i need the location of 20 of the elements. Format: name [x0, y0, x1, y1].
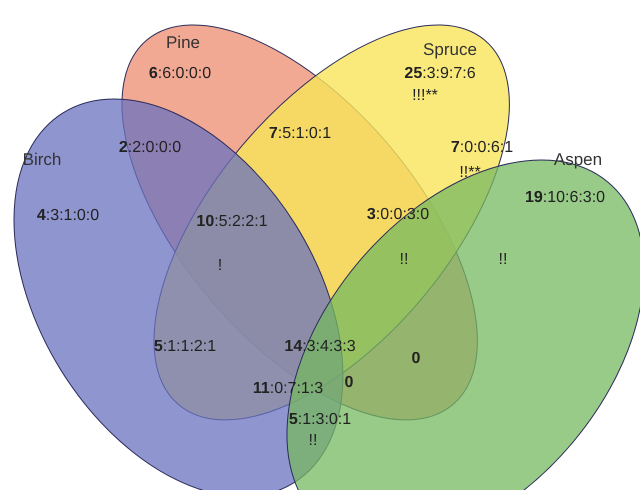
region-count: !! — [308, 432, 318, 450]
set-name: Birch — [22, 150, 62, 170]
region-count: 7:5:1:0:1 — [268, 125, 332, 143]
region-count: 10:5:2:2:1 — [196, 213, 268, 231]
region-count: !!!** — [412, 87, 438, 105]
region-count: 5:1:3:0:1 — [288, 411, 352, 429]
set-name: Pine — [166, 32, 200, 53]
region-count: 5:1:1:2:1 — [154, 338, 216, 356]
region-count: 0 — [344, 374, 354, 392]
region-count: 2:2:0:0:0 — [118, 139, 182, 157]
region-count: !! — [498, 251, 508, 269]
region-count: 4:3:1:0:0 — [36, 207, 100, 225]
set-name: Spruce — [423, 40, 477, 60]
region-count: !! — [400, 251, 408, 269]
region-count: 19:10:6:3:0 — [524, 189, 606, 207]
region-count: 25:3:9:7:6 — [404, 65, 476, 83]
region-count: 6:6:0:0:0 — [148, 65, 212, 83]
region-count: 0 — [412, 350, 420, 368]
set-name: Aspen — [554, 150, 602, 170]
region-count: ! — [218, 257, 222, 275]
